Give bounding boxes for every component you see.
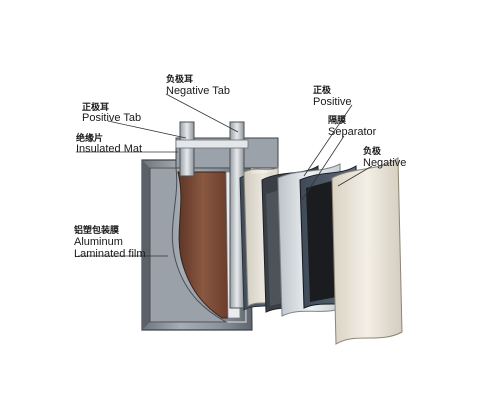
positive-tab-label-cn: 正极耳 [82,102,110,112]
positive-tab-label: Positive Tab [82,112,142,124]
leader-positive [303,104,353,177]
cathode-foil [177,171,229,319]
negative-label-cn: 负极 [363,146,382,156]
separator-label: Separator [328,126,377,138]
leader-negative [337,165,373,187]
negative-tab-label-cn: 负极耳 [166,74,194,84]
insulated-mat-label: Insulated Mat [76,143,143,155]
outer-separator-sheet [331,157,403,345]
positive-label-cn: 正极 [313,85,332,95]
leader-negative-tab [165,93,239,133]
aluminum-film-label-line1: Aluminum [74,236,123,248]
film-cutaway [149,167,228,323]
separator-label-cn: 隔膜 [328,115,347,125]
aluminum-film-label-cn: 铝塑包装膜 [74,225,120,235]
case-peeled-edge [142,160,150,330]
leader-separator [301,135,345,201]
negative-tab-label: Negative Tab [166,85,231,97]
positive-label: Positive [313,96,352,108]
insulated-mat-label-cn: 绝缘片 [76,133,104,143]
negative-label: Negative [363,157,407,169]
positive-tab [179,121,195,177]
leader-positive-tab [107,120,187,139]
leader-lines [76,93,373,257]
aluminum-film-label-line2: Laminated film [74,248,146,260]
insulated-mat [175,139,249,149]
